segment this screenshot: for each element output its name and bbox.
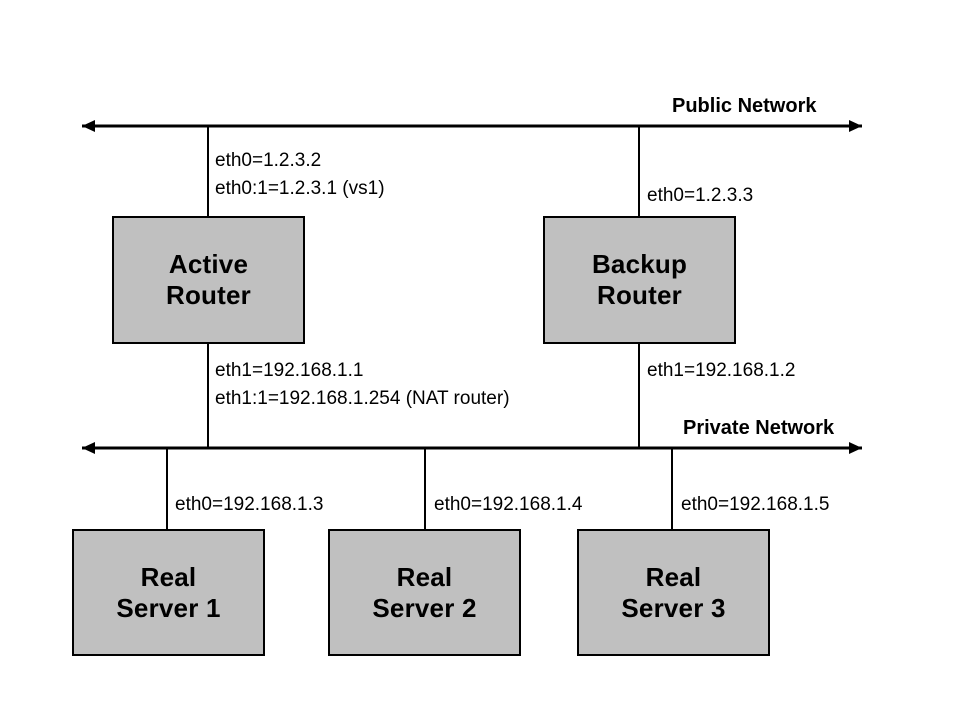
- interface-label-real-server-2: eth0=192.168.1.4: [434, 491, 582, 519]
- node-label-line1: Real: [645, 561, 702, 592]
- node-label-line1: Real: [140, 561, 197, 592]
- node-real-server-3[interactable]: Real Server 3: [577, 529, 770, 656]
- interface-line: eth0=192.168.1.4: [434, 494, 583, 515]
- interface-line: eth0=192.168.1.3: [175, 494, 324, 515]
- interface-label-active-router-public: eth0=1.2.3.2 eth0:1=1.2.3.1 (vs1): [215, 147, 385, 203]
- node-label-line1: Backup: [591, 249, 688, 280]
- public-network-label: Public Network: [672, 95, 817, 117]
- interface-label-backup-router-private: eth1=192.168.1.2: [647, 357, 795, 385]
- interface-label-active-router-private: eth1=192.168.1.1 eth1:1=192.168.1.254 (N…: [215, 357, 510, 413]
- node-label-line2: Server 2: [372, 592, 477, 623]
- interface-label-real-server-3: eth0=192.168.1.5: [681, 491, 829, 519]
- interface-line: eth1=192.168.1.2: [647, 360, 796, 381]
- node-backup-router[interactable]: Backup Router: [543, 216, 736, 344]
- node-active-router[interactable]: Active Router: [112, 216, 305, 344]
- node-label-line1: Real: [396, 561, 453, 592]
- node-real-server-2[interactable]: Real Server 2: [328, 529, 521, 656]
- interface-line: eth0=1.2.3.2: [215, 150, 322, 171]
- interface-line: eth0:1=1.2.3.1 (vs1): [215, 178, 385, 199]
- node-label-line2: Router: [597, 280, 682, 310]
- node-label-line1: Active: [168, 249, 249, 280]
- node-real-server-1[interactable]: Real Server 1: [72, 529, 265, 656]
- node-label-line2: Router: [166, 280, 251, 310]
- node-label-line2: Server 3: [621, 592, 726, 623]
- interface-line: eth1=192.168.1.1: [215, 360, 364, 381]
- interface-line: eth0=192.168.1.5: [681, 494, 830, 515]
- interface-line: eth1:1=192.168.1.254 (NAT router): [215, 388, 510, 409]
- interface-label-real-server-1: eth0=192.168.1.3: [175, 491, 323, 519]
- interface-label-backup-router-public: eth0=1.2.3.3: [647, 182, 753, 210]
- private-network-label: Private Network: [683, 417, 835, 439]
- interface-line: eth0=1.2.3.3: [647, 185, 754, 206]
- node-label-line2: Server 1: [116, 592, 221, 623]
